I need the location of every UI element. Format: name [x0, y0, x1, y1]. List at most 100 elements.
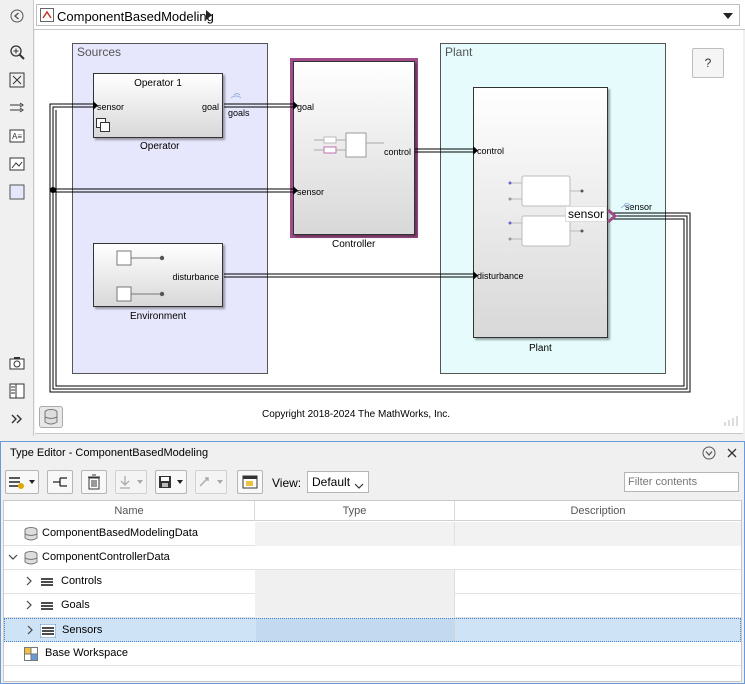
- plant-disturbance-port-label: disturbance: [477, 271, 524, 281]
- breadcrumb-bar: ComponentBasedModeling: [34, 0, 745, 30]
- row-type-cell[interactable]: [255, 570, 455, 594]
- zoom-in-icon[interactable]: [7, 42, 27, 62]
- collapse-chevron-icon[interactable]: [24, 576, 34, 588]
- model-data-button[interactable]: [39, 406, 63, 428]
- breadcrumb-arrow-icon[interactable]: [205, 10, 213, 23]
- type-editor-title: Type Editor - ComponentBasedModeling: [10, 447, 209, 459]
- chevron-down-icon: [354, 479, 364, 493]
- model-icon: [40, 8, 54, 25]
- collapse-chevron-icon[interactable]: [25, 625, 35, 637]
- row-type-cell[interactable]: [255, 522, 455, 546]
- open-panel-button[interactable]: [237, 470, 263, 494]
- environment-block[interactable]: disturbance: [93, 243, 223, 307]
- table-row-selected[interactable]: Sensors: [4, 618, 741, 642]
- breadcrumb[interactable]: ComponentBasedModeling: [36, 4, 740, 26]
- svg-text:A≡: A≡: [12, 132, 22, 141]
- row-name: Sensors: [62, 624, 103, 636]
- environment-output-port-label: disturbance: [172, 272, 219, 282]
- breadcrumb-dropdown-icon[interactable]: [723, 11, 733, 23]
- filter-contents-input[interactable]: Filter contents: [624, 472, 739, 492]
- bus-icon: [39, 623, 57, 639]
- image-icon[interactable]: [7, 154, 27, 174]
- view-select[interactable]: Default: [307, 471, 369, 493]
- back-icon[interactable]: [7, 6, 27, 26]
- bus-icon: [40, 599, 54, 613]
- plant-block[interactable]: control disturbance sensor: [473, 87, 608, 338]
- import-button[interactable]: [115, 470, 147, 494]
- camera-icon[interactable]: [7, 353, 27, 373]
- row-name: Base Workspace: [45, 647, 128, 659]
- row-name: ComponentControllerData: [42, 551, 170, 563]
- plant-area-title: Plant: [445, 45, 473, 59]
- model-canvas[interactable]: Sources Plant Operator 1 sensor goal Ope…: [35, 30, 743, 434]
- database-icon: [44, 409, 58, 425]
- save-button[interactable]: [155, 470, 187, 494]
- copyright-text: Copyright 2018-2024 The MathWorks, Inc.: [262, 409, 451, 420]
- type-table: Name Type Description ComponentBasedMode…: [3, 500, 742, 682]
- left-toolbar: A≡: [0, 0, 34, 436]
- column-header-name[interactable]: Name: [4, 501, 255, 521]
- bus-element-icon: [53, 477, 67, 487]
- reference-badge-icon: [96, 118, 110, 135]
- refresh-button[interactable]: [195, 470, 227, 494]
- controller-selection-highlight: [290, 58, 418, 238]
- row-type-cell[interactable]: [255, 594, 455, 618]
- type-editor-panel: Type Editor - ComponentBasedModeling: [0, 441, 745, 684]
- bus-icon: [40, 575, 54, 589]
- trash-icon: [88, 474, 100, 490]
- expand-icon[interactable]: [7, 409, 27, 429]
- type-editor-toolbar: View: Default Filter contents: [1, 466, 744, 498]
- row-description-cell[interactable]: [455, 522, 741, 546]
- delete-button[interactable]: [81, 470, 107, 494]
- table-row[interactable]: Controls: [4, 570, 741, 594]
- operator-block[interactable]: Operator 1 sensor goal: [93, 73, 223, 138]
- annotation-icon[interactable]: A≡: [7, 126, 27, 146]
- add-type-icon: [9, 477, 35, 489]
- controller-block[interactable]: goal sensor control: [293, 61, 415, 235]
- table-row[interactable]: ComponentControllerData: [4, 546, 741, 570]
- column-header-type[interactable]: Type: [255, 501, 455, 521]
- view-label: View:: [272, 476, 302, 490]
- goals-signal-label[interactable]: goals: [228, 108, 250, 118]
- controller-sensor-port-label: sensor: [297, 187, 325, 197]
- row-name: Controls: [61, 575, 102, 587]
- row-name: ComponentBasedModelingData: [42, 527, 198, 539]
- operator-block-title: Operator 1: [134, 78, 182, 89]
- sensor-signal-label[interactable]: sensor: [625, 202, 653, 212]
- panel-menu-icon[interactable]: [701, 445, 717, 461]
- plant-output-port-label: sensor: [564, 206, 607, 222]
- operator-output-port-label: goal: [201, 102, 219, 112]
- collapse-chevron-icon[interactable]: [24, 600, 34, 612]
- row-name: Goals: [61, 599, 90, 611]
- route-lines-icon[interactable]: [7, 98, 27, 118]
- model-browser-icon[interactable]: [7, 381, 27, 401]
- save-icon: [159, 476, 183, 488]
- area-icon[interactable]: [7, 182, 27, 202]
- table-row[interactable]: Goals: [4, 594, 741, 618]
- window-icon: [242, 475, 258, 489]
- help-button[interactable]: ?: [692, 48, 724, 78]
- fit-to-view-icon[interactable]: [7, 70, 27, 90]
- operator-block-name: Operator: [140, 141, 180, 152]
- add-element-button[interactable]: [47, 470, 73, 494]
- data-dictionary-icon: [24, 527, 38, 541]
- expand-chevron-icon[interactable]: [8, 552, 18, 564]
- breadcrumb-model-name[interactable]: ComponentBasedModeling: [57, 9, 214, 24]
- table-row[interactable]: ComponentBasedModelingData: [4, 522, 741, 546]
- environment-block-name: Environment: [130, 311, 187, 322]
- column-header-description[interactable]: Description: [570, 505, 626, 517]
- environment-thumbnail-icon: [116, 250, 165, 302]
- close-icon[interactable]: [724, 445, 740, 461]
- plant-control-port-label: control: [477, 146, 505, 156]
- data-dictionary-icon: [24, 551, 38, 565]
- table-row[interactable]: Base Workspace: [4, 642, 741, 666]
- view-select-value: Default: [312, 475, 351, 489]
- operator-input-port-label: sensor: [97, 102, 125, 112]
- add-type-button[interactable]: [5, 470, 39, 494]
- sources-area-title: Sources: [77, 45, 122, 59]
- controller-thumbnail-icon: [314, 132, 384, 158]
- row-type-cell[interactable]: [256, 619, 456, 641]
- signal-lines: [49, 93, 738, 426]
- plant-thumbnail-icon: [508, 175, 584, 247]
